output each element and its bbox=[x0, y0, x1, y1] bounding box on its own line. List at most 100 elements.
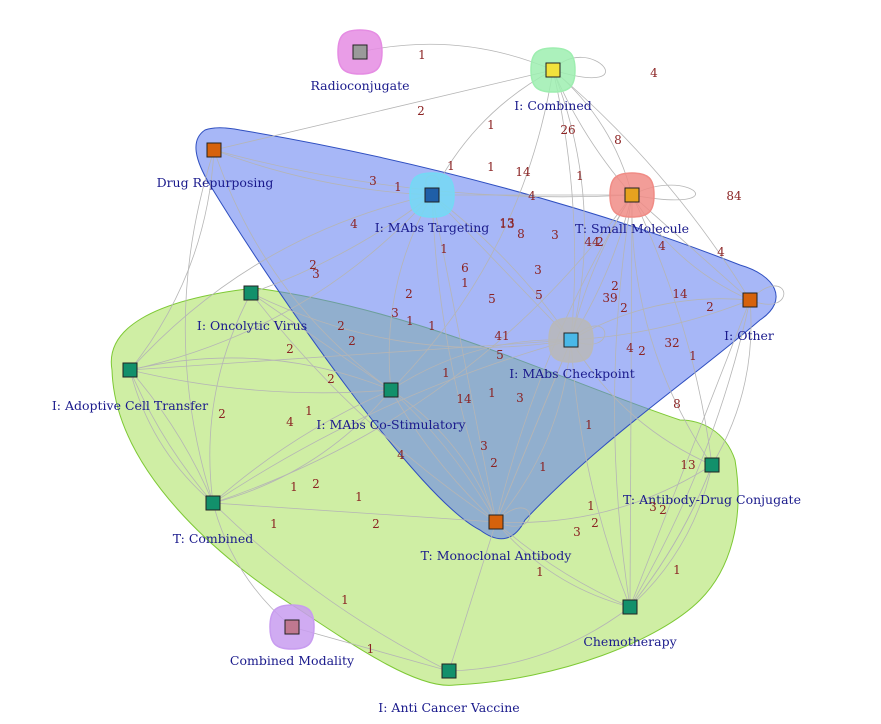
edge-weight-label: 2 bbox=[405, 287, 413, 301]
edge-weight-label: 4 bbox=[658, 239, 666, 253]
edge-weight-label: 41 bbox=[494, 329, 509, 343]
edge-tmono-vacc bbox=[448, 521, 497, 672]
edge-adopt-tcomb bbox=[129, 369, 214, 504]
edge-mabc-adopt bbox=[129, 339, 572, 371]
node-onco[interactable] bbox=[243, 285, 259, 301]
edge-weight-label: 39 bbox=[602, 291, 617, 305]
node-iother[interactable] bbox=[742, 292, 758, 308]
edge-weight-label: 8 bbox=[673, 397, 681, 411]
edge-weight-label: 14 bbox=[515, 165, 531, 179]
edge-weight-label: 2 bbox=[659, 503, 667, 517]
edge-weight-label: 3 bbox=[369, 174, 377, 188]
node-mabt[interactable] bbox=[424, 187, 440, 203]
edge-weight-label: 1 bbox=[341, 593, 349, 607]
edge-weight-label: 1 bbox=[367, 642, 375, 656]
edge-drug-mabt bbox=[213, 149, 433, 196]
edge-mabt-tmono bbox=[431, 194, 497, 523]
edge-drug-mabcs bbox=[213, 149, 392, 391]
edge-tmono-mabcs bbox=[390, 389, 497, 523]
edge-weight-label: 1 bbox=[428, 319, 436, 333]
node-tmono[interactable] bbox=[488, 514, 504, 530]
edge-weight-label: 2 bbox=[596, 235, 604, 249]
node-chemo[interactable] bbox=[622, 599, 638, 615]
edge-weight-label: 2 bbox=[417, 104, 425, 118]
edge-adopt-tcomb bbox=[129, 369, 214, 504]
edge-weight-label: 1 bbox=[270, 517, 278, 531]
edge-weight-label: 1 bbox=[394, 180, 402, 194]
node-label-adopt: I: Adoptive Cell Transfer bbox=[52, 398, 208, 413]
edge-weight-label: 1 bbox=[305, 404, 313, 418]
edge-weight-label: 8 bbox=[614, 133, 622, 147]
edge-tcomb-mabcs bbox=[212, 389, 392, 504]
edge-weight-label: 6 bbox=[461, 261, 469, 275]
edge-weight-label: 2 bbox=[706, 300, 714, 314]
edge-tsmall-chemo bbox=[629, 194, 633, 608]
edge-weight-label: 44 bbox=[584, 235, 600, 249]
edge-weight-label: 2 bbox=[372, 517, 380, 531]
edge-mabcs-mabc bbox=[390, 339, 572, 391]
edge-weight-label: 13 bbox=[499, 216, 514, 230]
edge-weight-label: 13 bbox=[499, 217, 514, 231]
edge-tmono-chemo bbox=[495, 521, 631, 608]
edge-drug-tcomb bbox=[184, 149, 215, 504]
edge-mabcs-tmono bbox=[390, 389, 497, 523]
edge-mabt-onco bbox=[250, 194, 433, 294]
edge-weight-label: 4 bbox=[350, 217, 358, 231]
edge-adopt-mabt bbox=[129, 194, 433, 371]
edge-weight-label: 5 bbox=[496, 348, 504, 362]
edge-weight-label: 1 bbox=[488, 386, 496, 400]
node-label-tsmall: T: Small Molecule bbox=[575, 221, 689, 236]
node-drug[interactable] bbox=[206, 142, 222, 158]
node-mabc[interactable] bbox=[563, 332, 579, 348]
node-icomb[interactable] bbox=[545, 62, 561, 78]
node-tcomb[interactable] bbox=[205, 495, 221, 511]
edge-tmono-adc bbox=[495, 464, 713, 523]
edge-weight-label: 2 bbox=[337, 319, 345, 333]
node-adopt[interactable] bbox=[122, 362, 138, 378]
node-label-radio: Radioconjugate bbox=[310, 78, 409, 93]
node-label-tmono: T: Monoclonal Antibody bbox=[421, 548, 573, 563]
edge-weight-label: 2 bbox=[218, 407, 226, 421]
edge-weight-label: 13 bbox=[680, 458, 695, 472]
node-cmod[interactable] bbox=[284, 619, 300, 635]
edge-weight-label: 14 bbox=[456, 392, 472, 406]
edge-mabc-tcomb bbox=[212, 339, 572, 504]
node-label-drug: Drug Repurposing bbox=[157, 175, 274, 190]
edge-weight-label: 1 bbox=[418, 48, 426, 62]
edge-weight-label: 8 bbox=[517, 227, 525, 241]
edge-weight-label: 32 bbox=[664, 336, 679, 350]
edge-weight-label: 2 bbox=[312, 477, 320, 491]
edge-weight-label: 1 bbox=[585, 418, 593, 432]
edge-weight-label: 4 bbox=[717, 245, 725, 259]
edge-weight-label: 1 bbox=[536, 565, 544, 579]
node-tsmall[interactable] bbox=[624, 187, 640, 203]
edge-tmono-tmono bbox=[495, 507, 531, 527]
edge-weight-label: 1 bbox=[406, 314, 414, 328]
edge-mabcs-adopt bbox=[129, 369, 392, 394]
node-mabcs[interactable] bbox=[383, 382, 399, 398]
node-vacc[interactable] bbox=[441, 663, 457, 679]
edge-mabc-tmono bbox=[495, 339, 572, 523]
edge-tsmall-tcomb bbox=[212, 194, 633, 504]
edge-mabc-chemo bbox=[570, 339, 631, 608]
node-label-mabt: I: MAbs Targeting bbox=[375, 220, 490, 235]
edge-weight-label: 1 bbox=[587, 499, 595, 513]
edge-tsmall-adc bbox=[631, 194, 713, 466]
edge-weight-label: 2 bbox=[620, 301, 628, 315]
edge-weight-label: 4 bbox=[286, 415, 294, 429]
edge-weight-label: 1 bbox=[487, 160, 495, 174]
edge-weight-label: 1 bbox=[290, 480, 298, 494]
node-label-tcomb: T: Combined bbox=[173, 531, 253, 546]
edge-tsmall-chemo bbox=[614, 194, 633, 608]
edge-weight-label: 1 bbox=[440, 242, 448, 256]
edge-icomb-mabc bbox=[552, 69, 585, 341]
edge-mabcs-tmono bbox=[390, 389, 497, 523]
nodes-layer bbox=[122, 44, 758, 679]
edge-onco-mabcs bbox=[250, 292, 392, 391]
node-adc[interactable] bbox=[704, 457, 720, 473]
node-radio[interactable] bbox=[352, 44, 368, 60]
edge-weight-label: 14 bbox=[672, 287, 688, 301]
